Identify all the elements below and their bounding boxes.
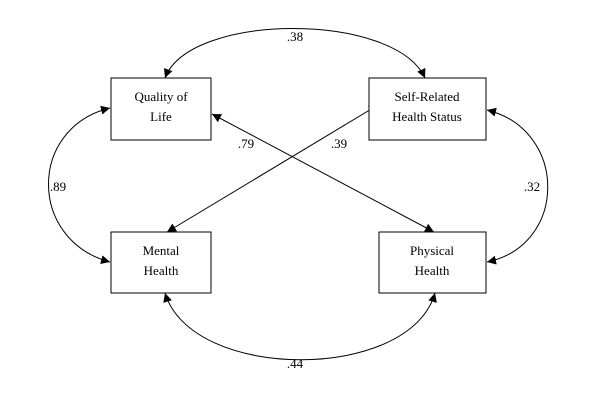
node-srhs-line2: Health Status: [392, 109, 462, 124]
node-srhs-line1: Self-Related: [395, 89, 460, 104]
node-mental-health-line1: Mental: [143, 243, 180, 258]
edge-srhs-physical: [486, 107, 549, 265]
coef-qol-physical: .79: [238, 136, 254, 151]
coef-qol-srhs: .38: [287, 29, 303, 44]
node-physical-health: Physical Health: [378, 231, 487, 294]
edge-qol-srhs: [164, 28, 426, 79]
node-physical-health-line2: Health: [415, 263, 450, 278]
node-quality-of-life: Quality of Life: [110, 77, 212, 141]
node-self-related-health-status: Self-Related Health Status: [368, 77, 487, 141]
coef-mental-physical: .44: [287, 356, 304, 371]
node-mental-health: Mental Health: [110, 231, 212, 294]
coef-srhs-mental: .39: [331, 136, 347, 151]
node-physical-health-line1: Physical: [410, 243, 454, 258]
edge-mental-physical: [163, 292, 437, 361]
node-quality-of-life-line1: Quality of: [134, 89, 188, 104]
coef-srhs-physical: .32: [524, 179, 540, 194]
edge-qol-mental: [48, 105, 111, 265]
node-mental-health-line2: Health: [144, 263, 179, 278]
node-quality-of-life-line2: Life: [150, 109, 172, 124]
coef-qol-mental: .89: [50, 179, 66, 194]
edge-srhs-mental: [166, 104, 379, 233]
